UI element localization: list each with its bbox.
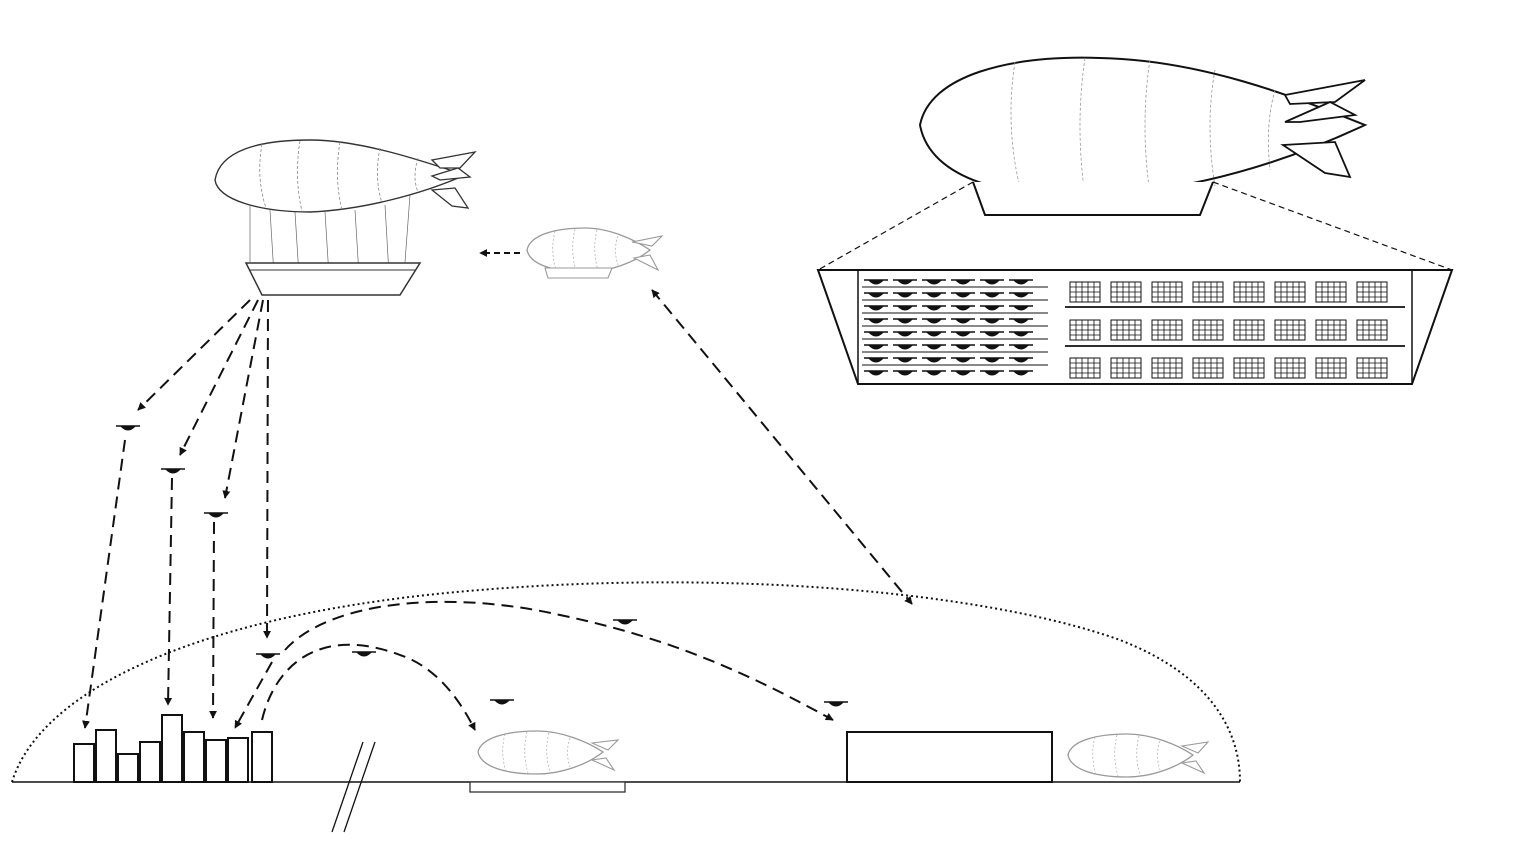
large-airship-icon — [918, 56, 1368, 216]
landed-airship-icon — [477, 730, 620, 775]
gondola-cross-section — [816, 269, 1454, 385]
fulfillment-airship-icon — [214, 139, 477, 296]
coverage-area-boundary — [11, 581, 1241, 783]
ground-facility-icon — [846, 731, 1053, 783]
break-symbol-icon — [331, 741, 376, 833]
gondola-projection-lines — [817, 181, 1453, 271]
building-icon — [73, 714, 273, 783]
drone-deployment-arrows — [82, 299, 834, 731]
inventory-racks — [1065, 281, 1405, 379]
shuttle-airship-icon — [526, 227, 664, 279]
parked-airship-icon — [1067, 733, 1210, 778]
shuttle-coverage-arrow — [651, 289, 913, 605]
drone-icon — [115, 425, 849, 708]
landing-pad-icon — [469, 781, 626, 793]
drone-storage-area — [862, 279, 1048, 377]
